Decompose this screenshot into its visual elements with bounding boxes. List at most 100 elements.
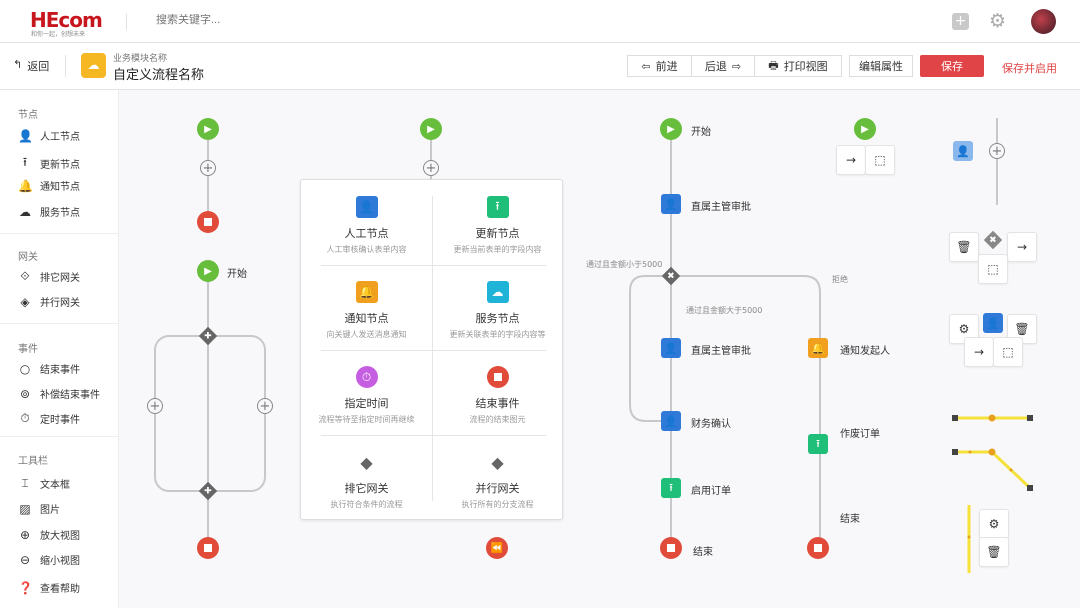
start-event[interactable]: ▶ [660, 118, 682, 140]
start-event[interactable]: ▶ [197, 118, 219, 140]
update-node[interactable]: ⭱ [808, 434, 828, 454]
add-node-button[interactable]: + [423, 160, 439, 176]
flow-canvas[interactable] [119, 90, 1080, 608]
add-icon[interactable]: + [952, 13, 969, 30]
sidebar-item-image[interactable]: ▨图片 [19, 501, 60, 517]
stop-icon [486, 366, 509, 388]
end-event[interactable] [807, 537, 829, 559]
node-label: 启用订单 [691, 486, 731, 497]
sidebar-item-notify-node[interactable]: 🔔通知节点 [18, 178, 80, 194]
sidebar-item-end-event[interactable]: ○结束事件 [19, 361, 80, 377]
sidebar-item-timer-event[interactable]: ⏱定时事件 [18, 411, 80, 426]
palette-item-exclusive-gateway[interactable]: ◆排它网关执行符合条件的流程 [330, 452, 403, 510]
sidebar-item-person-node[interactable]: 👤人工节点 [18, 128, 80, 144]
back-arrow-icon: ↰ [13, 58, 23, 71]
node-label: 直属主管审批 [691, 202, 751, 213]
start-event[interactable]: ▶ [197, 260, 219, 282]
logo[interactable]: HEcom [30, 8, 103, 32]
print-view-button[interactable]: 🖶打印视图 [754, 55, 842, 77]
settings-button[interactable]: ⚙ [979, 509, 1009, 539]
person-node[interactable]: 👤 [661, 338, 681, 358]
sidebar-item-help[interactable]: ❓查看帮助 [18, 580, 80, 596]
add-node-button[interactable]: + [989, 143, 1005, 159]
person-node-ghost[interactable]: 👤 [953, 141, 973, 161]
timer-icon: ⏱ [20, 411, 30, 425]
backward-button[interactable]: 后退⇨ [691, 55, 755, 77]
palette-item-parallel-gateway[interactable]: ◆并行网关执行所有的分支流程 [461, 452, 534, 510]
change-type-button[interactable]: ⬚ [978, 254, 1008, 284]
node-label: 财务确认 [691, 419, 731, 430]
section-title: 事件 [18, 344, 38, 355]
add-node-button[interactable]: + [147, 398, 163, 414]
timer-icon: ⏱ [355, 366, 378, 388]
person-icon: 👤 [355, 196, 378, 218]
palette-item-timer[interactable]: ⏱指定时间流程等待至指定时间再继续 [301, 350, 432, 435]
save-and-enable-link[interactable]: 保存并启用 [1002, 62, 1057, 75]
connect-arrow-button[interactable]: → [1007, 232, 1037, 262]
person-node[interactable]: 👤 [661, 194, 681, 214]
sidebar-item-zoom-out[interactable]: ⊖缩小视图 [19, 552, 80, 568]
palette-item-notify-node[interactable]: 🔔通知节点向关键人发送消息通知 [301, 265, 432, 350]
palette-item-person-node[interactable]: 👤人工节点人工审核确认表单内容 [301, 180, 432, 265]
upload-icon: ⭱ [22, 155, 28, 169]
selected-line-vertical [967, 505, 971, 573]
sidebar-item-update-node[interactable]: ⭱更新节点 [18, 153, 80, 174]
person-node[interactable]: 👤 [661, 411, 681, 431]
person-icon: 👤 [18, 128, 33, 143]
save-button[interactable]: 保存 [920, 55, 984, 77]
sidebar-item-compensation-end-event[interactable]: ⊚补偿结束事件 [19, 386, 100, 402]
add-node-button[interactable]: + [257, 398, 273, 414]
connect-arrow-button[interactable]: → [964, 337, 994, 367]
palette-item-end-event[interactable]: 结束事件流程的结束图元 [432, 350, 563, 435]
page-title: 自定义流程名称 [113, 68, 205, 83]
handle [1027, 485, 1033, 491]
compensation-end-event[interactable]: ⏪ [486, 537, 508, 559]
condition-label: 通过且金额大于5000 [686, 306, 763, 315]
forward-button[interactable]: ⇦前进 [627, 55, 692, 77]
back-button[interactable]: ↰返回 [13, 58, 50, 73]
add-node-button[interactable]: + [200, 160, 216, 176]
start-event[interactable]: ▶ [420, 118, 442, 140]
sidebar: 节点 👤人工节点 ⭱更新节点 🔔通知节点 ☁服务节点 网关 ⟐排它网关 ◈并行网… [0, 90, 119, 608]
start-event[interactable]: ▶ [854, 118, 876, 140]
divider [432, 196, 433, 501]
end-event[interactable] [197, 537, 219, 559]
palette-item-service-node[interactable]: ☁服务节点更新关联表单的字段内容等 [432, 265, 563, 350]
circle-icon: ○ [19, 361, 31, 376]
connect-arrow-button[interactable]: → [836, 145, 866, 175]
stop-icon [204, 544, 212, 552]
person-node[interactable]: 👤 [983, 313, 1003, 333]
palette-item-update-node[interactable]: ⭱更新节点更新当前表单的字段内容 [432, 180, 563, 265]
divider [0, 436, 119, 437]
section-title: 节点 [18, 110, 38, 121]
module-icon: ☁ [81, 53, 106, 78]
end-event[interactable] [197, 211, 219, 233]
change-type-button[interactable]: ⬚ [865, 145, 895, 175]
sidebar-item-service-node[interactable]: ☁服务节点 [19, 204, 80, 220]
module-name: 业务模块名称 [113, 54, 168, 64]
divider [126, 14, 127, 30]
sidebar-item-zoom-in[interactable]: ⊕放大视图 [19, 527, 80, 543]
sidebar-item-exclusive-gateway[interactable]: ⟐排它网关 [18, 269, 80, 284]
help-icon: ❓ [18, 580, 33, 595]
sidebar-item-parallel-gateway[interactable]: ◈并行网关 [18, 294, 80, 310]
search-input[interactable] [156, 14, 356, 26]
divider [321, 265, 546, 266]
selected-line-straight [952, 414, 1033, 422]
handle [967, 535, 971, 539]
gear-icon[interactable]: ⚙ [989, 10, 1007, 32]
sidebar-item-textbox[interactable]: ⌶文本框 [18, 476, 70, 491]
delete-button[interactable]: 🗑 [949, 232, 979, 262]
delete-button[interactable]: 🗑 [979, 537, 1009, 567]
notify-node[interactable]: 🔔 [808, 338, 828, 358]
update-node[interactable]: ⭱ [661, 478, 681, 498]
zoom-out-icon: ⊖ [19, 552, 31, 567]
bell-icon: 🔔 [18, 178, 33, 193]
edit-properties-button[interactable]: 编辑属性 [849, 55, 913, 77]
end-label: 结束 [840, 514, 860, 525]
avatar[interactable] [1031, 9, 1056, 34]
change-type-button[interactable]: ⬚ [993, 337, 1023, 367]
end-event[interactable] [660, 537, 682, 559]
divider [0, 233, 119, 234]
top-bar: HEcom 和你一起，创想未来 + ⚙ [0, 0, 1080, 43]
